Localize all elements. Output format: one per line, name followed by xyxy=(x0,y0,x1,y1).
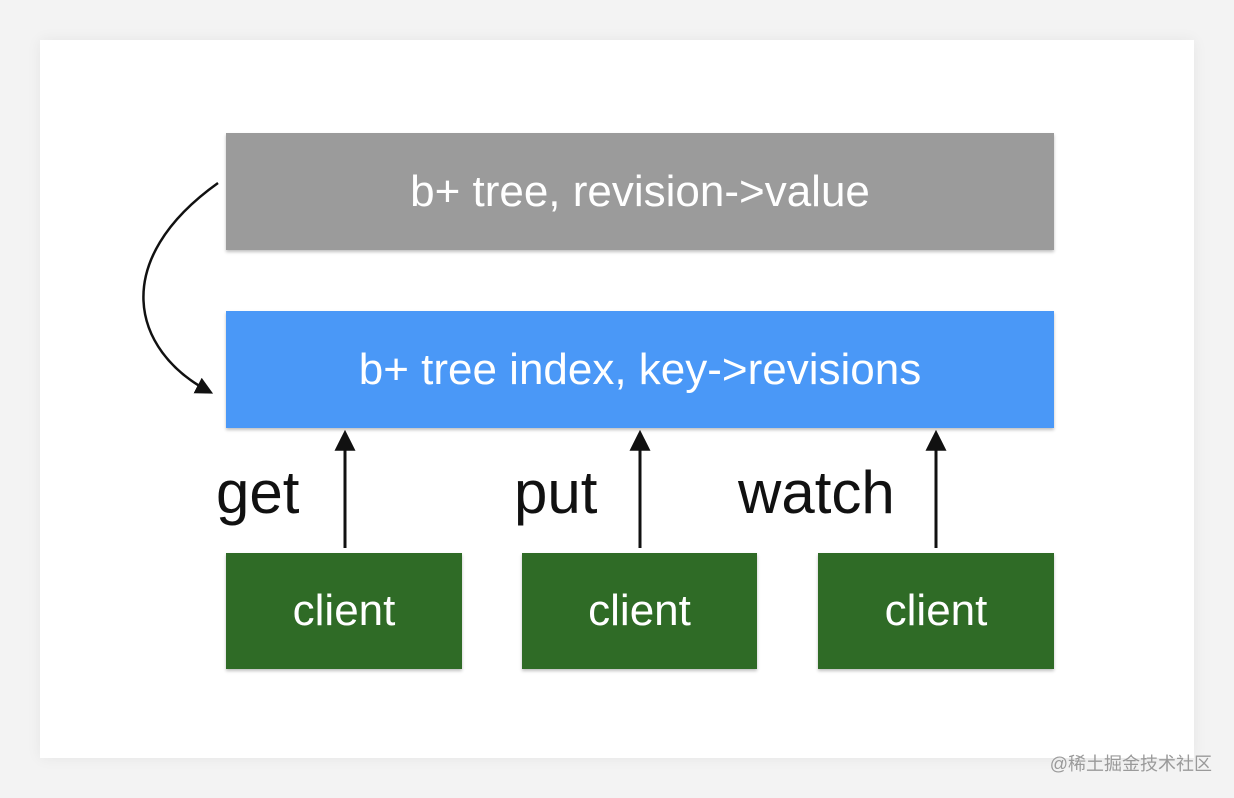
client-label-3: client xyxy=(884,586,988,635)
key-revisions-index-box: b+ tree index, key->revisions xyxy=(226,311,1054,428)
client-label-2: client xyxy=(588,586,691,635)
client-box-3: client xyxy=(818,553,1054,669)
operation-label-put: put xyxy=(514,459,598,526)
client-label-1: client xyxy=(292,586,396,635)
client-box-2: client xyxy=(522,553,757,669)
operation-label-watch: watch xyxy=(738,459,895,526)
operation-label-get: get xyxy=(216,459,300,526)
watermark: @稀土掘金技术社区 xyxy=(1049,754,1212,774)
revision-value-tree-box: b+ tree, revision->value xyxy=(226,133,1054,250)
revision-value-tree-label: b+ tree, revision->value xyxy=(410,166,870,216)
client-box-1: client xyxy=(226,553,462,669)
key-revisions-index-label: b+ tree index, key->revisions xyxy=(358,344,922,394)
